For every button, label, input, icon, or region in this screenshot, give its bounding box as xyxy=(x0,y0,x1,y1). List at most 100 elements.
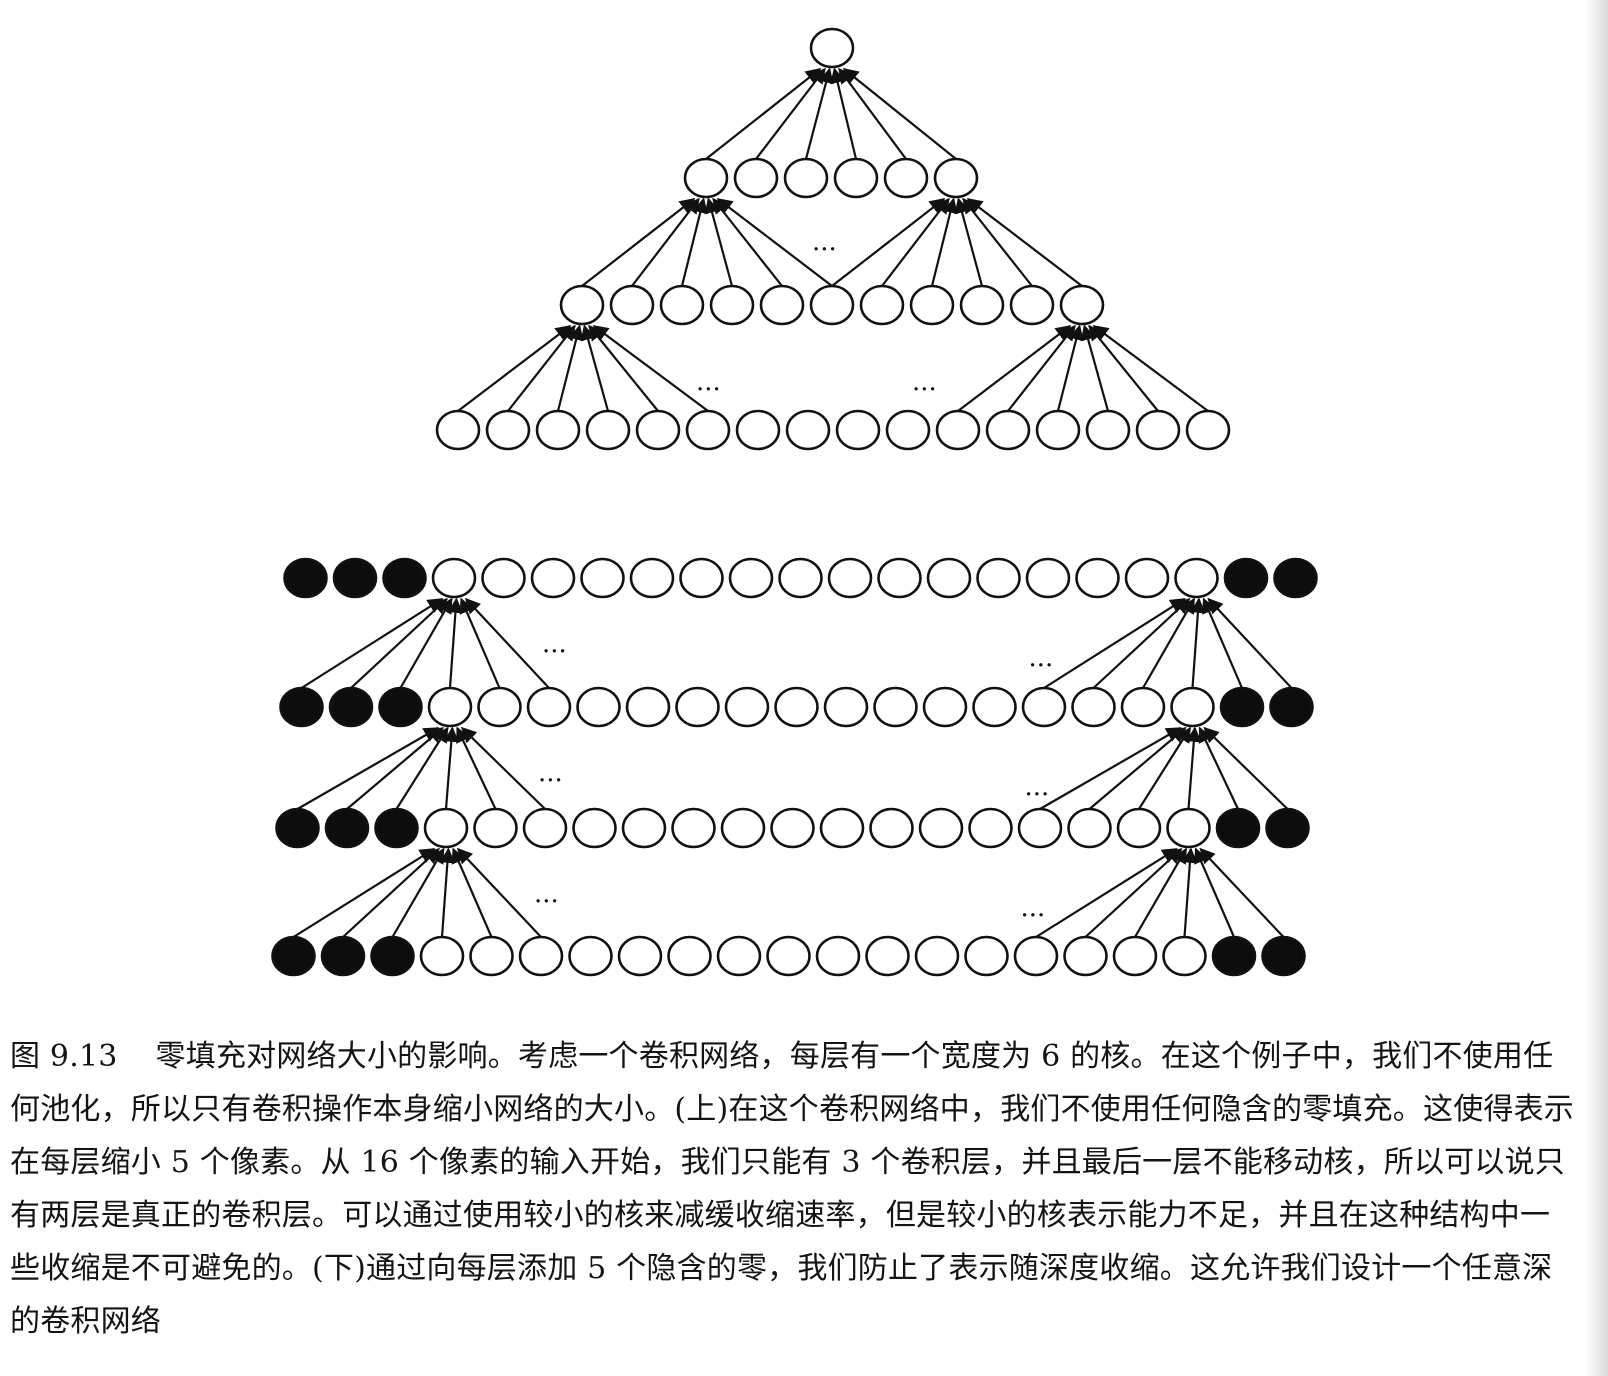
top-hidden1-node xyxy=(759,284,805,326)
bottom-data-node xyxy=(972,686,1017,728)
top-l1-l2-first-edge xyxy=(712,197,783,287)
bottom-row0-right-edge xyxy=(1092,597,1191,689)
top-l2-l3-edge xyxy=(755,67,826,160)
bottom-row0-right-edge xyxy=(1043,598,1186,689)
bottom-row0-left-edge xyxy=(399,597,453,689)
bottom-data-node xyxy=(530,557,576,599)
top-input-node xyxy=(1035,409,1081,451)
bottom-row1-right-edge xyxy=(1198,726,1239,810)
zero-padding-node xyxy=(271,935,316,977)
top-l1-l2-first-edge xyxy=(581,198,696,287)
top-l2-l3-edge xyxy=(842,68,957,160)
bottom-data-node xyxy=(576,686,621,728)
bottom-row2-right-edge xyxy=(1199,847,1285,938)
bottom-row0-right-edge xyxy=(1207,597,1293,689)
zero-padding-node xyxy=(283,557,328,599)
top-input-node xyxy=(485,409,531,451)
top-input-node xyxy=(1185,409,1231,451)
bottom-data-node xyxy=(1124,557,1170,599)
network-nodes xyxy=(271,27,1318,977)
top-l1-l2-last-edge xyxy=(930,197,958,287)
figure-label: 图 9.13 xyxy=(10,1039,118,1074)
bottom-data-node xyxy=(1116,807,1162,849)
bottom-data-node xyxy=(1162,935,1207,977)
top-hidden2-node xyxy=(783,157,829,199)
top-hidden2-node xyxy=(733,157,779,199)
bottom-data-node xyxy=(1170,686,1215,728)
bottom-row1-left-edge xyxy=(346,727,444,810)
bottom-data-node xyxy=(770,807,815,849)
bottom-data-node xyxy=(431,557,477,599)
zero-padding-node xyxy=(374,807,419,849)
bottom-data-node xyxy=(823,686,869,728)
bottom-row2-right-edge xyxy=(1194,847,1236,938)
convolution-zero-padding-figure: ··························· xyxy=(271,27,1318,977)
top-l1-l2-last-edge xyxy=(831,198,946,287)
top-hidden1-node xyxy=(1059,284,1105,326)
bottom-data-node xyxy=(621,807,667,849)
bottom-row2-left-edge xyxy=(439,847,456,938)
bottom-data-node xyxy=(778,557,823,599)
bottom-ellipsis-right: ··· xyxy=(1025,780,1050,810)
zero-padding-node xyxy=(320,935,366,977)
bottom-row0-left-edge xyxy=(300,598,444,689)
zero-padding-node xyxy=(324,807,370,849)
bottom-data-node xyxy=(914,935,960,977)
top-input-node xyxy=(1135,409,1181,451)
top-hidden1-node xyxy=(1009,284,1055,326)
zero-padding-node xyxy=(1211,935,1257,977)
top-hidden2-node xyxy=(833,157,879,199)
top-input-node xyxy=(985,409,1031,451)
bottom-data-node xyxy=(427,686,473,728)
bottom-row2-left-edge xyxy=(456,847,542,938)
bottom-data-node xyxy=(819,807,865,849)
top-l0-l1-first-edge xyxy=(556,324,584,412)
bottom-data-node xyxy=(1025,557,1071,599)
top-hidden1-node xyxy=(709,284,755,326)
top-l1-l2-last-edge xyxy=(966,198,1083,287)
bottom-row1-left-edge xyxy=(443,726,459,810)
bottom-data-node xyxy=(926,557,972,599)
bottom-data-node xyxy=(1120,686,1166,728)
bottom-data-node xyxy=(1021,686,1067,728)
bottom-data-node xyxy=(671,807,716,849)
zero-padding-node xyxy=(1219,686,1265,728)
zero-padding-node xyxy=(1215,807,1261,849)
top-l1-l2-first-edge xyxy=(631,197,700,287)
top-l1-l2-first-edge xyxy=(680,197,708,287)
bottom-row2-left-edge xyxy=(451,847,493,938)
bottom-data-node xyxy=(518,935,564,977)
top-input-node xyxy=(1085,409,1131,451)
zero-padding-node xyxy=(332,557,378,599)
top-hidden2-node xyxy=(683,157,729,199)
bottom-row0-left-edge xyxy=(459,597,501,689)
zero-padding-node xyxy=(328,686,374,728)
zero-padding-node xyxy=(1273,557,1318,599)
bottom-row1-left-edge xyxy=(296,727,440,810)
bottom-data-node xyxy=(827,557,873,599)
top-hidden2-node xyxy=(883,157,929,199)
bottom-data-node xyxy=(568,935,613,977)
bottom-data-node xyxy=(675,686,720,728)
bottom-row1-right-edge xyxy=(1203,726,1289,810)
top-l0-l1-first-edge xyxy=(580,324,610,412)
bottom-data-node xyxy=(976,557,1021,599)
top-l0-l1-last-edge xyxy=(1056,324,1084,412)
zero-padding-node xyxy=(382,557,427,599)
top-hidden1-node xyxy=(859,284,905,326)
top-input-node xyxy=(535,409,581,451)
bottom-data-node xyxy=(522,807,568,849)
top-l0-l1-last-edge xyxy=(1088,324,1159,412)
zero-padding-node xyxy=(275,807,320,849)
bottom-row0-left-edge xyxy=(464,597,550,689)
bottom-row1-right-edge xyxy=(1186,726,1202,810)
bottom-data-node xyxy=(580,557,625,599)
bottom-data-node xyxy=(964,935,1009,977)
bottom-row0-left-edge xyxy=(447,597,464,689)
bottom-row1-left-edge xyxy=(460,726,546,810)
zero-padding-node xyxy=(370,935,415,977)
top-input-node xyxy=(435,409,481,451)
bottom-data-node xyxy=(815,935,861,977)
connection-edges xyxy=(292,67,1293,938)
bottom-data-node xyxy=(667,935,712,977)
